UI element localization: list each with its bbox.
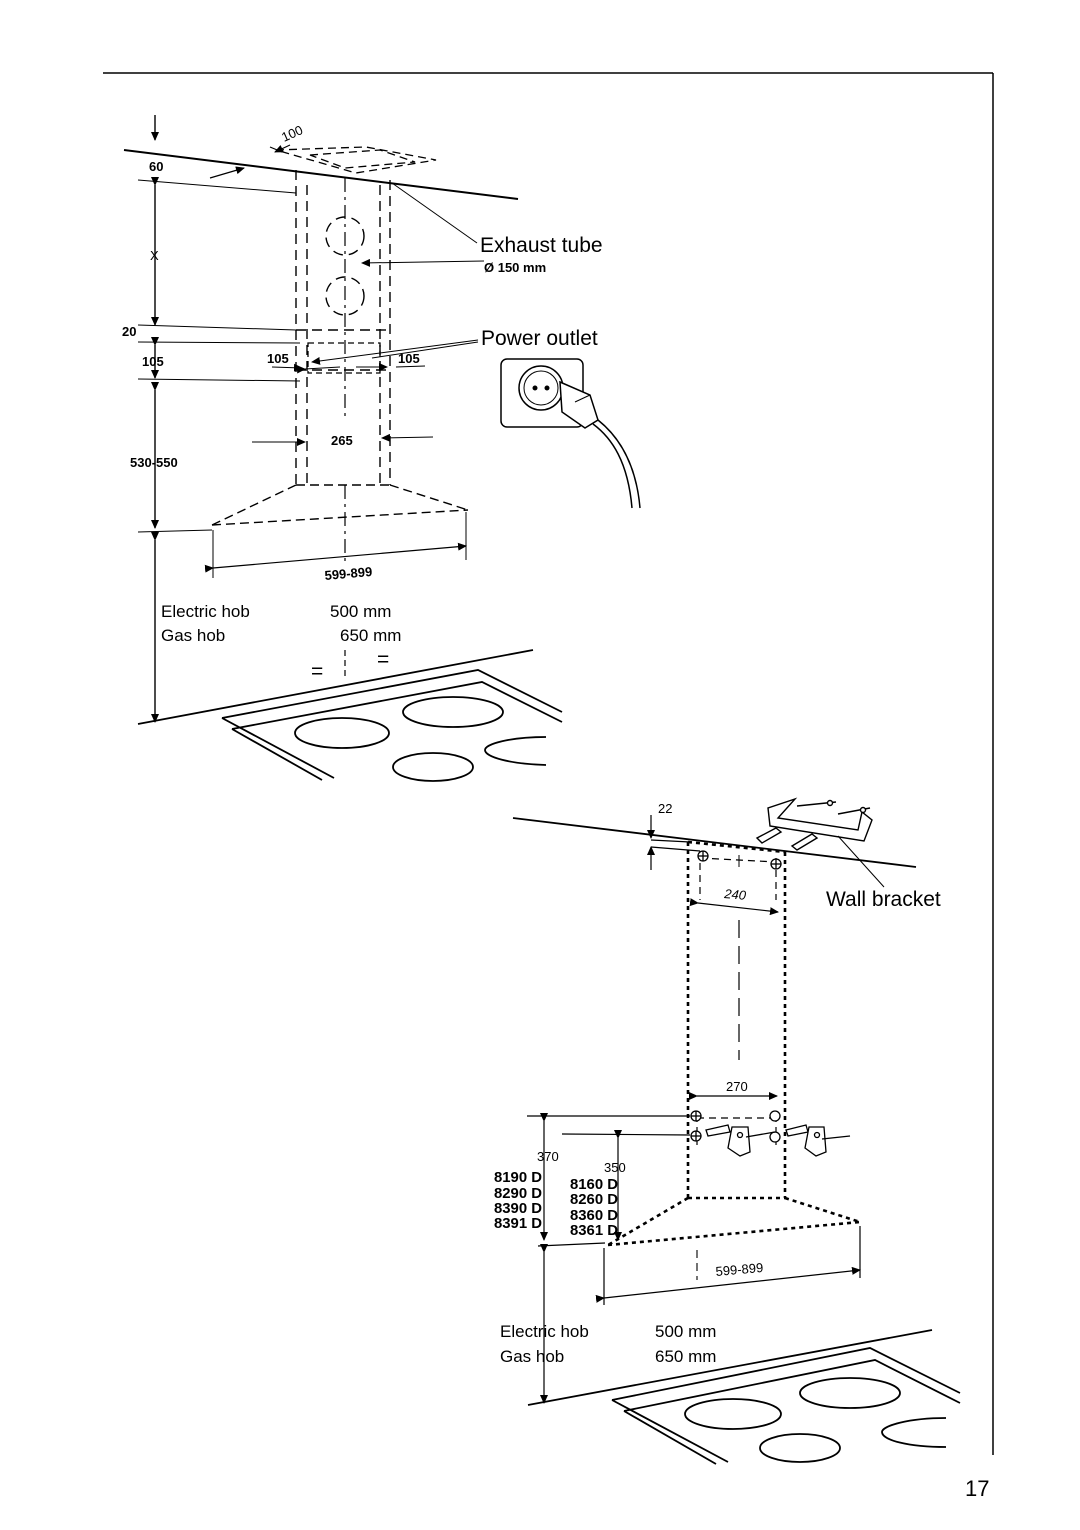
- dim-20: 20: [122, 324, 136, 339]
- chimney-outline-2: [607, 840, 861, 1247]
- wall-bracket-label: Wall bracket: [826, 888, 941, 911]
- hood-diagram-bottom: 22 240 Wall bracket 270 370 350 599-899 …: [494, 797, 961, 1465]
- hood-canopy: [211, 484, 469, 526]
- hood-diagram-top: 100 60 X 20 105 105 105 265 530-550 599-…: [122, 115, 641, 782]
- electric-hob-value-top: 500 mm: [330, 602, 391, 621]
- electric-hob-label-top: Electric hob: [161, 602, 250, 621]
- gas-hob-label-top: Gas hob: [161, 626, 225, 645]
- dim-370: 370: [537, 1149, 559, 1164]
- dim-60: 60: [149, 159, 163, 174]
- chimney-outline: [295, 170, 391, 485]
- gas-hob-value-top: 650 mm: [340, 626, 401, 645]
- dim-265: 265: [331, 433, 353, 448]
- dim-105-mid: 105: [267, 351, 289, 366]
- ceiling-line-2: [512, 817, 917, 868]
- gas-hob-value-bottom: 650 mm: [655, 1347, 716, 1366]
- page-number: 17: [965, 1476, 989, 1501]
- electric-hob-label-bottom: Electric hob: [500, 1322, 589, 1341]
- equal-mark-left: =: [311, 660, 323, 683]
- gas-hob-label-bottom: Gas hob: [500, 1347, 564, 1366]
- wall-bracket-illustration: [755, 797, 873, 851]
- model-350-3: 8360 D: [570, 1207, 618, 1224]
- dim-105-right: 105: [398, 351, 420, 366]
- power-outlet-icon: [500, 358, 641, 509]
- equal-mark-right: =: [377, 648, 389, 671]
- page-frame: [103, 72, 994, 1455]
- dim-270: 270: [726, 1079, 748, 1094]
- model-350-1: 8160 D: [570, 1176, 618, 1193]
- dim-240: 240: [723, 886, 748, 903]
- model-350-4: 8361 D: [570, 1222, 618, 1239]
- dim-350: 350: [604, 1160, 626, 1175]
- dim-x: X: [150, 248, 159, 263]
- model-350-2: 8260 D: [570, 1191, 618, 1208]
- hob-top: [137, 649, 563, 782]
- hob-bottom: [527, 1329, 961, 1465]
- ceiling-line: [123, 149, 519, 200]
- dim-599-899-top: 599-899: [324, 564, 373, 583]
- model-370-3: 8390 D: [494, 1200, 542, 1217]
- model-370-4: 8391 D: [494, 1215, 542, 1232]
- dim-599-899-bottom: 599-899: [715, 1260, 764, 1279]
- power-outlet-label: Power outlet: [481, 327, 598, 350]
- model-370-1: 8190 D: [494, 1169, 542, 1186]
- dim-100: 100: [279, 122, 305, 145]
- dim-22: 22: [658, 801, 672, 816]
- model-370-2: 8290 D: [494, 1185, 542, 1202]
- exhaust-tube-label: Exhaust tube: [480, 234, 603, 257]
- exhaust-diameter-label: Ø 150 mm: [484, 260, 546, 275]
- dim-530-550: 530-550: [130, 455, 178, 470]
- electric-hob-value-bottom: 500 mm: [655, 1322, 716, 1341]
- dim-105-left: 105: [142, 354, 164, 369]
